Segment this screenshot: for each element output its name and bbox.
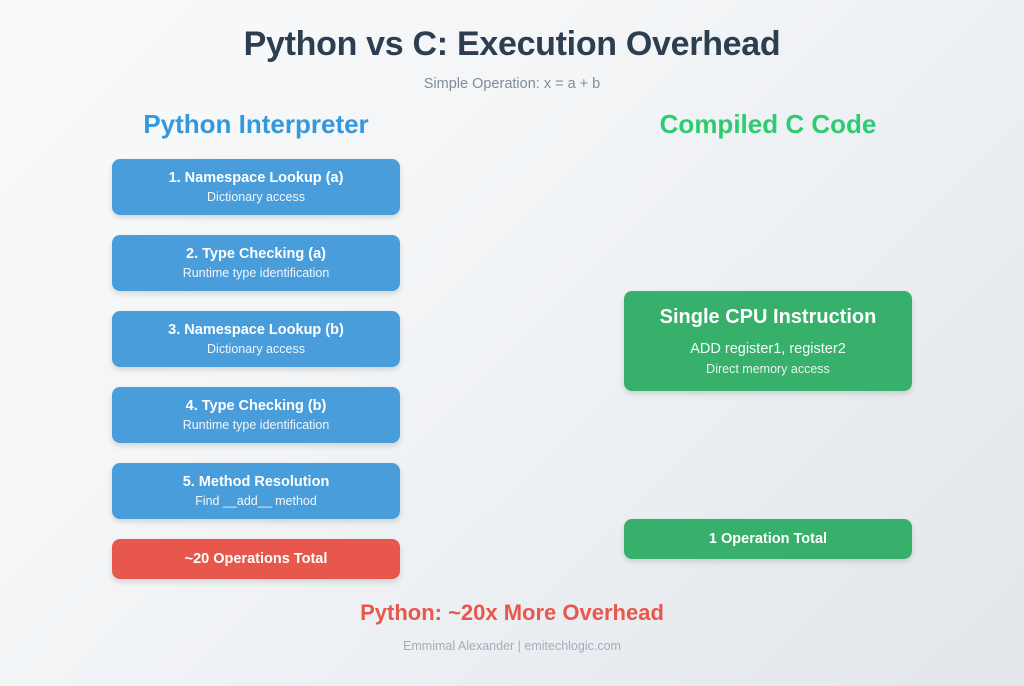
python-step-5[interactable]: 5. Method Resolution Find __add__ method	[112, 463, 400, 519]
python-total-label: ~20 Operations Total	[184, 551, 328, 567]
page-footer: Python: ~20x More Overhead Emmimal Alexa…	[0, 598, 1024, 655]
credits-text: Emmimal Alexander | emitechlogic.com	[403, 639, 621, 653]
python-step-2-title: 2. Type Checking (a)	[186, 246, 326, 262]
c-single-instruction-box[interactable]: Single CPU Instruction ADD register1, re…	[624, 291, 912, 391]
page-header: Python vs C: Execution Overhead Simple O…	[0, 0, 1024, 93]
c-column-top-spacer	[624, 159, 912, 291]
python-step-3[interactable]: 3. Namespace Lookup (b) Dictionary acces…	[112, 311, 400, 367]
python-step-2[interactable]: 2. Type Checking (a) Runtime type identi…	[112, 235, 400, 291]
c-instruction-asm: ADD register1, register2	[690, 341, 846, 357]
python-step-4-subtitle: Runtime type identification	[182, 418, 330, 432]
python-step-5-title: 5. Method Resolution	[182, 474, 330, 490]
python-step-5-subtitle: Find __add__ method	[195, 494, 317, 508]
c-column-bottom-spacer	[624, 391, 912, 519]
python-step-4[interactable]: 4. Type Checking (b) Runtime type identi…	[112, 387, 400, 443]
comparison-columns: Python Interpreter 1. Namespace Lookup (…	[0, 108, 1024, 579]
column-header-c: Compiled C Code	[659, 109, 877, 139]
c-instruction-note: Direct memory access	[706, 362, 830, 376]
python-step-4-title: 4. Type Checking (b)	[185, 398, 327, 414]
column-python: Python Interpreter 1. Namespace Lookup (…	[0, 108, 512, 579]
conclusion-text: Python: ~20x More Overhead	[360, 600, 664, 625]
page-subtitle: Simple Operation: x = a + b	[423, 76, 601, 92]
python-step-3-title: 3. Namespace Lookup (b)	[168, 322, 344, 338]
c-step-stack: Single CPU Instruction ADD register1, re…	[624, 159, 912, 559]
c-instruction-title: Single CPU Instruction	[659, 306, 877, 328]
python-step-3-subtitle: Dictionary access	[207, 342, 305, 356]
python-step-1[interactable]: 1. Namespace Lookup (a) Dictionary acces…	[112, 159, 400, 215]
column-header-python: Python Interpreter	[143, 109, 369, 139]
column-c: Compiled C Code Single CPU Instruction A…	[512, 108, 1024, 579]
page-title: Python vs C: Execution Overhead	[243, 25, 781, 63]
python-step-stack: 1. Namespace Lookup (a) Dictionary acces…	[112, 159, 400, 579]
c-total-label: 1 Operation Total	[708, 531, 828, 547]
c-total-badge[interactable]: 1 Operation Total	[624, 519, 912, 559]
python-total-badge[interactable]: ~20 Operations Total	[112, 539, 400, 579]
python-step-2-subtitle: Runtime type identification	[182, 266, 330, 280]
python-step-1-subtitle: Dictionary access	[207, 190, 305, 204]
python-step-1-title: 1. Namespace Lookup (a)	[168, 170, 344, 186]
